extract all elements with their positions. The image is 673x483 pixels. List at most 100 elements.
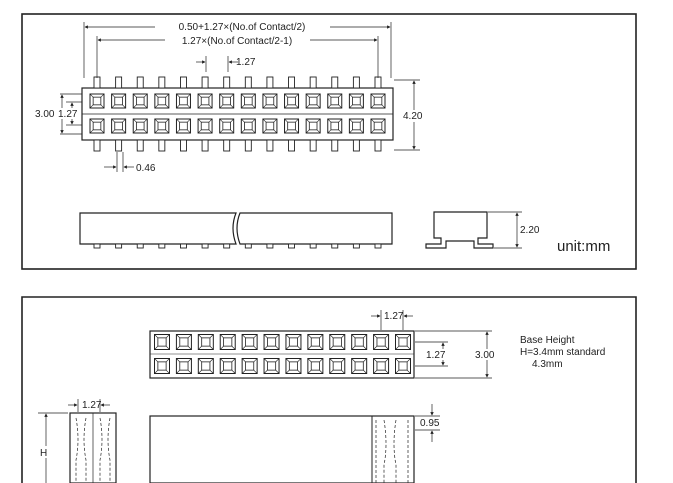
- dim-side-height-label: 2.20: [520, 225, 540, 236]
- front-view: [79, 212, 393, 249]
- contact-cell: [284, 118, 300, 134]
- pin-bottom: [115, 139, 123, 152]
- pin-top: [244, 76, 252, 89]
- contact-cell: [241, 334, 258, 350]
- pin-bottom: [374, 139, 382, 152]
- contact-cell: [154, 93, 170, 109]
- pin-bottom: [266, 139, 274, 152]
- contact-cell: [111, 93, 127, 109]
- contact-cell: [89, 93, 105, 109]
- dim-total-length-label: 0.50+1.27×(No.of Contact/2): [179, 22, 306, 33]
- pin-bottom: [331, 139, 339, 152]
- side-section-view: 1.27 H: [38, 399, 117, 483]
- top-panel: 0.50+1.27×(No.of Contact/2) 1.27×(No.of …: [21, 13, 637, 270]
- pin-bottom: [180, 139, 187, 152]
- dim-row-pitch-label: 1.27: [58, 109, 78, 120]
- base-height-note: Base Height H=3.4mm standard 4.3mm: [520, 335, 605, 370]
- contact-cell: [329, 334, 346, 350]
- pin-top: [158, 76, 166, 89]
- contact-cell: [175, 93, 191, 109]
- front-view-pins: [93, 243, 382, 249]
- dim-bottom-pitch: 1.27: [371, 310, 413, 330]
- dim-pitch-total: 1.27×(No.of Contact/2-1): [96, 34, 379, 78]
- contact-cell: [240, 118, 256, 134]
- contact-cell: [241, 358, 258, 374]
- contact-cell: [240, 93, 256, 109]
- contact-cell: [175, 334, 192, 350]
- contact-cell: [197, 93, 213, 109]
- contact-cell: [262, 93, 278, 109]
- front-pin: [266, 243, 274, 249]
- contact-cell: [370, 118, 386, 134]
- pin-bottom: [158, 139, 166, 152]
- contact-cell: [132, 93, 148, 109]
- front-pin: [223, 243, 231, 249]
- dim-pin-width: 0.46: [104, 152, 156, 174]
- contact-cell: [89, 118, 105, 134]
- contact-cell: [219, 118, 235, 134]
- pin-bottom: [244, 139, 252, 152]
- contact-cell: [263, 334, 280, 350]
- dim-bottom-pitch-label: 1.27: [384, 311, 404, 322]
- contact-cell: [175, 118, 191, 134]
- pin-top: [352, 76, 360, 89]
- contact-cell: [307, 334, 324, 350]
- contact-cell: [285, 358, 302, 374]
- contact-cell: [285, 334, 302, 350]
- front-pin: [244, 243, 252, 249]
- contact-cell: [327, 93, 343, 109]
- dim-pitch: 1.27: [196, 56, 256, 72]
- dim-row-height-label: 3.00: [35, 109, 55, 120]
- contact-cell: [262, 118, 278, 134]
- contact-cell: [154, 334, 170, 350]
- bottom-panel-frame: [21, 296, 637, 483]
- pin-bottom: [309, 139, 317, 152]
- front-pin: [115, 243, 123, 249]
- dim-bottom-heights: 1.27 3.00: [415, 330, 498, 379]
- pin-top: [223, 76, 231, 89]
- contact-cell: [307, 358, 324, 374]
- top-panel-frame: [21, 13, 637, 270]
- pin-top: [266, 76, 274, 89]
- contact-cell: [263, 358, 280, 374]
- contact-cell: [154, 118, 170, 134]
- contact-cell: [197, 358, 214, 374]
- contact-cell: [329, 358, 346, 374]
- contact-cell: [373, 334, 390, 350]
- dim-width-label: 4.20: [403, 111, 423, 122]
- dim-side-pitch-label: 1.27: [82, 400, 102, 411]
- contact-cell: [219, 358, 236, 374]
- pin-top: [93, 76, 101, 89]
- base-height-title: Base Height: [520, 335, 575, 346]
- contact-cell: [284, 93, 300, 109]
- front-pin: [93, 243, 101, 249]
- dim-bottom-height-label: 3.00: [475, 350, 495, 361]
- contact-cell: [154, 358, 170, 374]
- pin-top: [201, 76, 209, 89]
- contact-cell: [351, 358, 368, 374]
- front-pin: [374, 243, 382, 249]
- dim-left-heights: 3.00 1.27: [34, 93, 82, 135]
- unit-label: unit:mm: [557, 238, 610, 255]
- pin-top: [331, 76, 339, 89]
- contact-cell: [373, 358, 390, 374]
- contact-cell: [395, 334, 411, 350]
- dim-h-label: H: [40, 448, 47, 459]
- dim-pitch-total-label: 1.27×(No.of Contact/2-1): [182, 36, 292, 47]
- front-pin: [352, 243, 360, 249]
- contact-cell: [348, 118, 364, 134]
- pin-top: [180, 76, 187, 89]
- bottom-top-view-contacts: [154, 334, 411, 374]
- base-height-alt: 4.3mm: [532, 359, 563, 370]
- front-pin: [158, 243, 166, 249]
- front-pin: [201, 243, 209, 249]
- pin-top: [374, 76, 382, 89]
- contact-cell: [197, 118, 213, 134]
- pin-top: [115, 76, 123, 89]
- front-pin: [136, 243, 144, 249]
- contact-cell: [395, 358, 411, 374]
- front-pin: [331, 243, 339, 249]
- contact-cell: [175, 358, 192, 374]
- contact-cell: [351, 334, 368, 350]
- pin-bottom: [136, 139, 144, 152]
